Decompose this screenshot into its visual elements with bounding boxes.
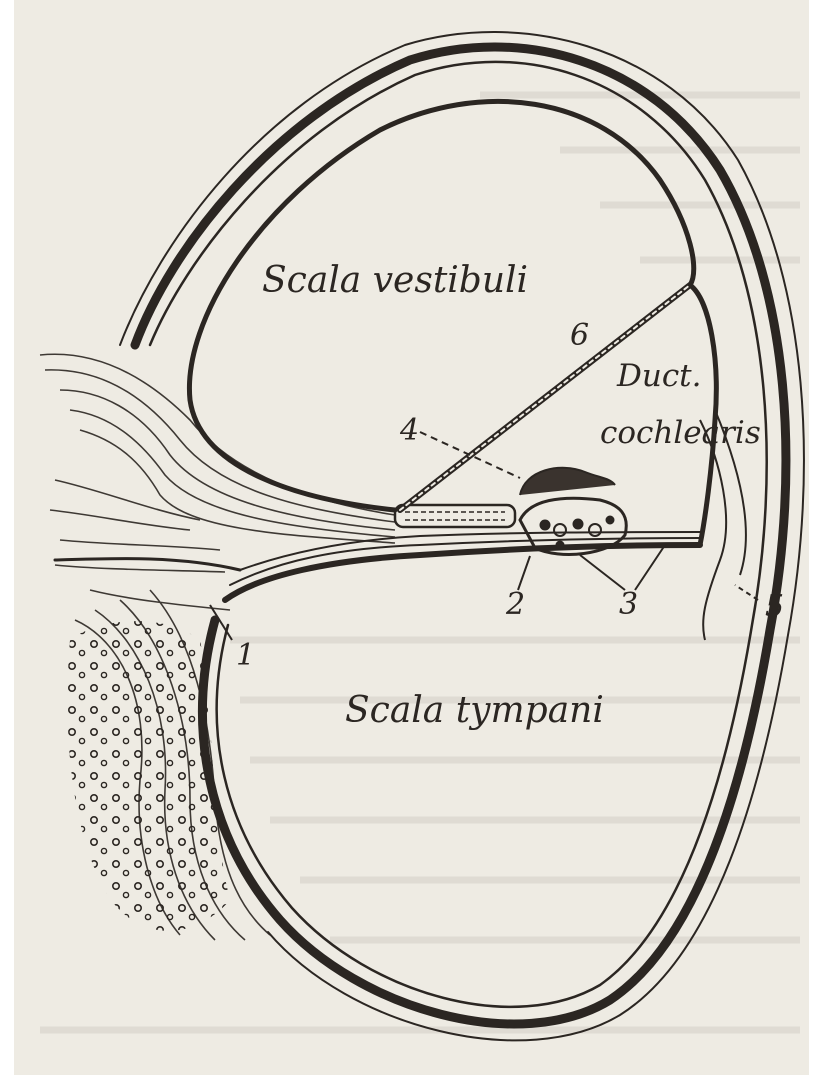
label-number-2: 2: [505, 587, 525, 622]
duct-cochlearis-label-line2: cochlearis: [600, 415, 761, 451]
label-number-5: 5: [765, 589, 784, 624]
duct-cochlearis-label-line1: Duct.: [616, 358, 702, 394]
label-number-3: 3: [619, 587, 638, 622]
organ-of-corti: [520, 468, 626, 555]
label-number-6: 6: [570, 318, 589, 353]
scala-tympani-label: Scala tympani: [345, 690, 604, 731]
scala-vestibuli-label: Scala vestibuli: [262, 260, 528, 301]
label-number-1: 1: [236, 638, 255, 673]
leader-lines: [210, 432, 758, 640]
label-number-4: 4: [399, 413, 419, 448]
limbus-cells: [395, 505, 515, 527]
